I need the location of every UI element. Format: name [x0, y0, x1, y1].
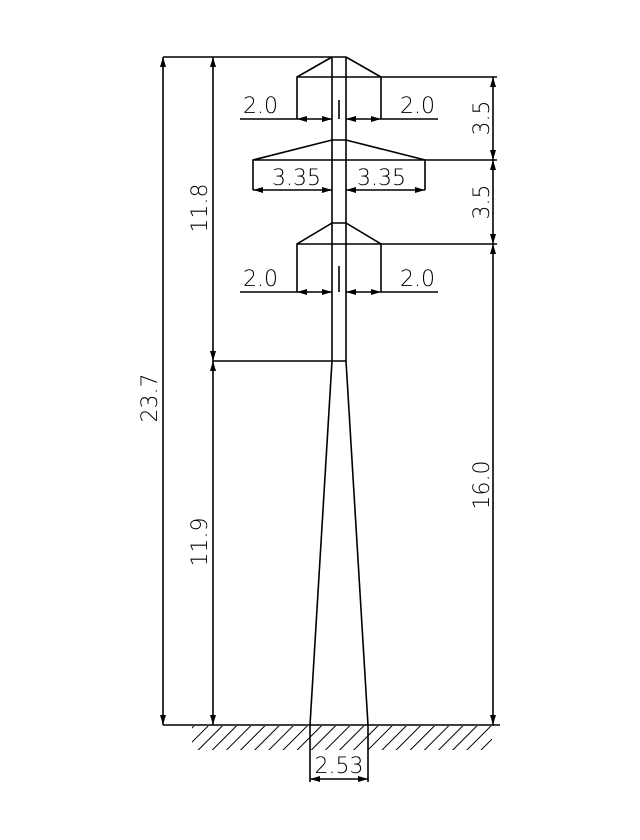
top-crossarm: 2.0 2.0 — [240, 56, 438, 122]
middle-arm-right-label: 3.35 — [357, 166, 406, 191]
middle-arm-left-label: 3.35 — [272, 166, 321, 191]
extension-lines — [163, 56, 497, 362]
top-arm-left-label: 2.0 — [243, 94, 278, 119]
lower-arm-height-label: 16.0 — [470, 461, 495, 510]
base-width-dimension: 2.53 — [309, 725, 369, 782]
base-width-label: 2.53 — [315, 754, 364, 779]
total-height-label: 23.7 — [138, 374, 163, 423]
top-arm-spacing-label: 3.5 — [470, 101, 495, 136]
ground — [163, 724, 500, 750]
upper-section-label: 11.8 — [188, 184, 213, 233]
top-arm-right-label: 2.0 — [400, 94, 435, 119]
lower-arm-left-label: 2.0 — [243, 267, 278, 292]
left-dimensions: 23.7 11.8 11.9 — [138, 57, 216, 725]
right-dimensions: 3.5 3.5 16.0 — [470, 77, 496, 725]
pole — [309, 57, 369, 726]
middle-crossarm: 3.35 3.35 — [252, 139, 426, 193]
middle-arm-spacing-label: 3.5 — [470, 185, 495, 220]
lower-section-label: 11.9 — [188, 518, 213, 567]
lower-crossarm: 2.0 2.0 — [240, 222, 438, 295]
lower-arm-right-label: 2.0 — [400, 267, 435, 292]
